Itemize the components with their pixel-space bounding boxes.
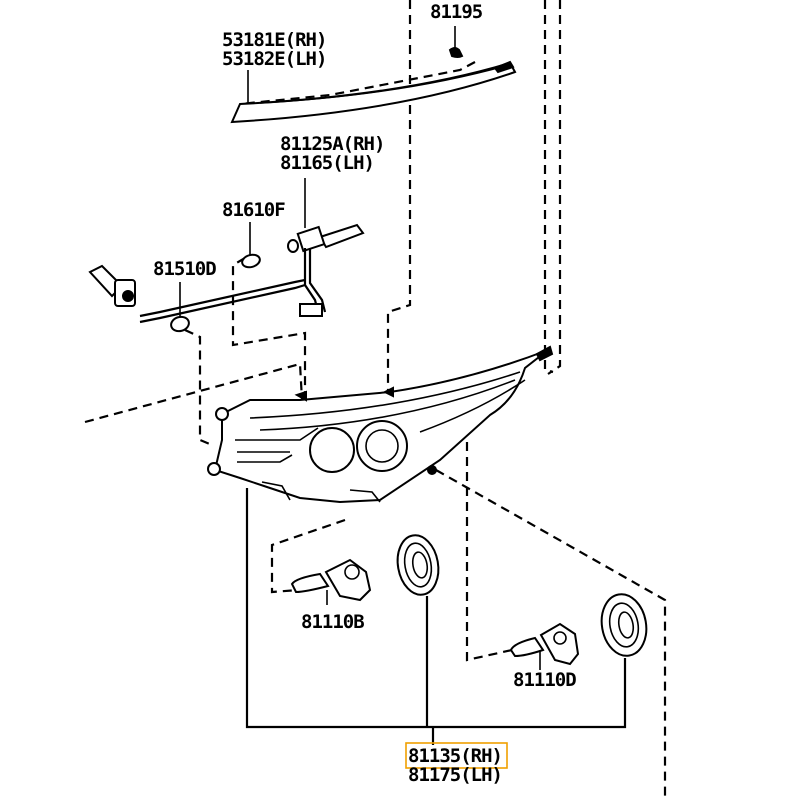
guide-line-81110D: [410, 422, 513, 662]
label-clip[interactable]: 81195: [430, 1, 484, 23]
bulb-81610F-part[interactable]: [241, 253, 261, 269]
guide-line-81510D: [184, 329, 213, 447]
guide-line-right-1: [543, 0, 554, 374]
label-81110B[interactable]: 81110B: [301, 611, 365, 633]
label-moulding-rh[interactable]: 53181E(RH): [222, 29, 327, 51]
assembly-bracket: [245, 488, 627, 745]
dashed-guide-lines: [84, 0, 667, 800]
label-81110D[interactable]: 81110D: [513, 669, 577, 691]
guide-line-center: [386, 0, 412, 390]
headlamp-housing[interactable]: [207, 345, 554, 504]
socket-wire-part[interactable]: [88, 223, 365, 324]
guide-line-81610F: [231, 257, 307, 400]
label-socket-wire-rh[interactable]: 81125A(RH): [280, 133, 385, 155]
bulb-81510D-part[interactable]: [169, 315, 190, 333]
cap-cover-1[interactable]: [393, 532, 443, 598]
bulb-81110B-part[interactable]: [290, 558, 372, 602]
highlight-box: [405, 742, 508, 769]
label-socket-wire-lh[interactable]: 81165(LH): [280, 152, 375, 174]
guide-line-clip: [239, 61, 476, 106]
clip-part[interactable]: [448, 47, 464, 58]
moulding-part[interactable]: [230, 60, 517, 124]
guide-line-81110B: [270, 518, 346, 594]
guide-line-right-2: [547, 0, 562, 375]
guide-line-diagonal-right: [435, 469, 667, 800]
label-headlamp-lh[interactable]: 81175(LH): [408, 764, 503, 786]
guide-line-diagonal-left: [84, 362, 304, 424]
bulb-81110D-part[interactable]: [509, 622, 580, 666]
cap-cover-2[interactable]: [597, 591, 651, 660]
label-moulding-lh[interactable]: 53182E(LH): [222, 48, 327, 70]
label-81510D[interactable]: 81510D: [153, 258, 217, 280]
label-81610F[interactable]: 81610F: [222, 199, 286, 221]
label-headlamp-rh[interactable]: 81135(RH): [408, 745, 503, 767]
